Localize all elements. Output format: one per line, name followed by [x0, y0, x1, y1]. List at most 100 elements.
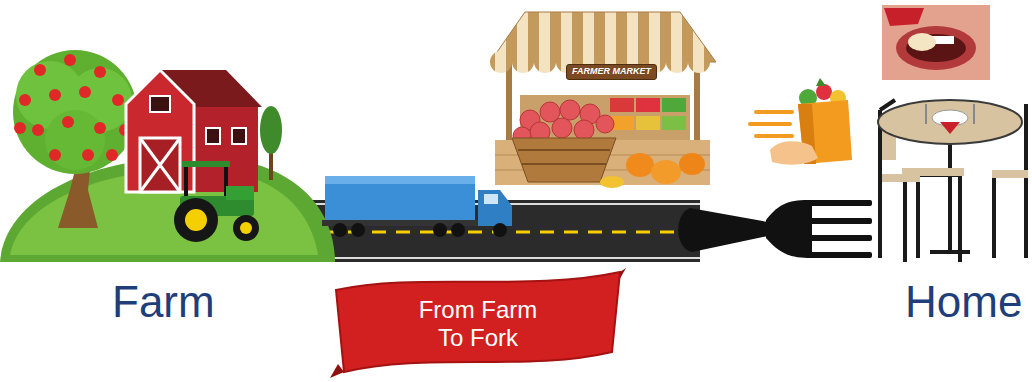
apple-basket [560, 100, 580, 120]
dining-set [930, 140, 970, 252]
truck [333, 223, 507, 237]
apple-tree [19, 94, 31, 106]
eating-photo [896, 26, 976, 70]
apple-basket [518, 150, 610, 164]
apple-basket [574, 120, 594, 140]
apple-tree [49, 89, 61, 101]
sign-text: FARMER MARKET [572, 67, 651, 77]
apple-tree [34, 64, 46, 76]
banner-text: From Farm To Fork [408, 296, 548, 352]
truck [325, 176, 475, 184]
apple-tree [62, 116, 74, 128]
market-stall [490, 12, 716, 185]
market-stall [512, 51, 534, 73]
market-stall [688, 51, 710, 73]
grocery-bag [750, 112, 792, 136]
dining-set [992, 170, 1028, 178]
small-tree [260, 106, 282, 180]
tractor [174, 161, 259, 242]
apple-tree [13, 50, 137, 174]
grocery-bag [750, 78, 852, 165]
grocery-bag [770, 141, 818, 164]
eating-photo [882, 5, 990, 80]
pumpkins [600, 176, 624, 188]
apple-tree [64, 54, 76, 66]
red-barn [232, 128, 246, 144]
apple-tree [112, 94, 124, 106]
market-stall [490, 51, 512, 73]
apple-tree [106, 149, 118, 161]
market-stall [636, 98, 660, 112]
eating-photo [908, 33, 936, 51]
tractor [240, 222, 252, 234]
pumpkins [600, 153, 705, 188]
ribbon-tail [330, 364, 344, 378]
truck [322, 176, 512, 237]
pumpkins [679, 153, 705, 175]
apple-basket [512, 100, 616, 182]
market-stall [662, 116, 686, 130]
tractor [233, 215, 259, 241]
apple-tree [14, 54, 131, 161]
apple-tree [14, 122, 26, 134]
apple-tree [94, 122, 106, 134]
dining-set [878, 100, 1022, 144]
fork [678, 200, 872, 258]
small-tree [260, 106, 282, 154]
market-sign: FARMER MARKET [566, 64, 657, 80]
fork [678, 208, 768, 252]
tractor [174, 198, 218, 242]
tractor [226, 186, 254, 200]
market-stall [666, 51, 688, 73]
red-barn [150, 96, 170, 112]
fork [766, 200, 812, 258]
truck [333, 223, 347, 237]
tractor [182, 161, 230, 167]
pumpkins [626, 153, 654, 177]
apple-tree [94, 66, 106, 78]
truck [451, 223, 465, 237]
truck [493, 223, 507, 237]
stage-label: Farm [112, 278, 215, 326]
market-stall [610, 98, 634, 112]
red-barn [140, 138, 180, 192]
apple-basket [552, 118, 572, 138]
apple-tree [82, 149, 94, 161]
apple-tree [49, 149, 61, 161]
ribbon-banner: From Farm To Fork [328, 268, 628, 380]
truck [484, 194, 498, 204]
fork [806, 200, 872, 206]
grocery-bag [816, 84, 832, 100]
dining-set [902, 168, 964, 176]
apple-tree [13, 50, 137, 228]
apple-tree [32, 124, 44, 136]
apple-tree [45, 110, 105, 170]
apple-tree [79, 86, 91, 98]
red-barn [206, 128, 220, 144]
fork [806, 218, 872, 224]
red-barn [126, 70, 194, 192]
dining-set [878, 100, 1028, 262]
market-stall [534, 51, 556, 73]
tractor [185, 209, 207, 231]
eating-photo [884, 8, 924, 26]
eating-photo [906, 34, 966, 62]
red-barn [140, 138, 180, 192]
stage-label: Home [905, 278, 1022, 326]
truck [433, 223, 447, 237]
dining-set [940, 122, 960, 134]
red-barn [126, 70, 262, 192]
truck [325, 176, 475, 220]
fork [806, 235, 872, 241]
eating-photo [882, 5, 990, 80]
truck [351, 223, 365, 237]
market-stall [636, 116, 660, 130]
market-stall [662, 98, 686, 112]
truck [478, 190, 512, 226]
fork [806, 252, 872, 258]
dining-set [926, 104, 974, 124]
pumpkins [651, 160, 681, 184]
apple-basket [512, 138, 616, 182]
ribbon-shape [336, 272, 620, 372]
